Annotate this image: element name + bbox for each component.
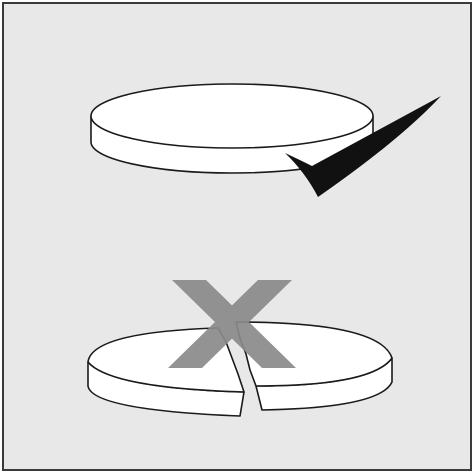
intact-disc-top [91, 84, 373, 148]
